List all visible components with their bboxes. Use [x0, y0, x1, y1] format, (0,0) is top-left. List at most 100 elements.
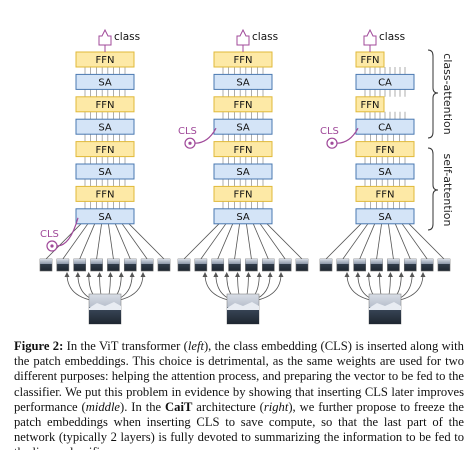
ffn-label: FFN [96, 145, 115, 156]
sa-label: SA [236, 78, 250, 89]
caption-text: architecture ( [192, 399, 264, 414]
class-label: class [379, 31, 405, 43]
patch-token-sky [211, 259, 224, 264]
token-line [259, 223, 286, 260]
patch-token-sky [404, 259, 417, 264]
sa-label: SA [236, 212, 250, 223]
input-image-ice [227, 302, 259, 310]
class-output-icon [98, 28, 112, 46]
patch-token-sky [56, 259, 69, 264]
token-line [79, 223, 96, 260]
class-attention-brace: class-attention [427, 49, 454, 139]
cls-line [56, 217, 79, 247]
token-line [183, 223, 220, 260]
ca-block [355, 73, 415, 90]
ffn-block [75, 185, 135, 202]
sa-label: SA [236, 167, 250, 178]
sa-block [213, 208, 273, 225]
ffn-label: FFN [96, 190, 115, 201]
class-attention-label: class-attention [441, 53, 454, 134]
sa-block [75, 118, 135, 135]
token-line [325, 223, 362, 260]
ffn-label: FFN [234, 55, 253, 66]
ffn-label: FFN [376, 145, 395, 156]
ffn-label: FFN [96, 55, 115, 66]
arrowhead [355, 272, 361, 277]
arrowhead [387, 272, 393, 277]
sa-label: SA [378, 167, 392, 178]
arrowhead [202, 272, 208, 277]
input-image-ice [89, 302, 121, 310]
token-line [62, 223, 89, 260]
arrowhead [235, 272, 241, 277]
token-line [252, 223, 269, 260]
cls-line [194, 127, 217, 144]
sa-block [355, 208, 415, 225]
sa-block [213, 73, 273, 90]
patch-token-sky [141, 259, 154, 264]
sa-label: SA [378, 212, 392, 223]
ffn-label: FFN [234, 100, 253, 111]
caption-text: ), we further propose to freeze the patc… [14, 399, 464, 450]
token-line [394, 223, 411, 260]
token-line [128, 223, 165, 260]
sa-block [355, 163, 415, 180]
patch-token-sky [107, 259, 120, 264]
arrowhead [75, 272, 81, 277]
ca-label: CA [378, 78, 392, 89]
caption-text: In the ViT transformer ( [63, 339, 188, 353]
ffn-label: FFN [361, 100, 380, 111]
ffn-block [213, 141, 273, 158]
sa-label: SA [98, 167, 112, 178]
sa-block [75, 73, 135, 90]
arrowhead [420, 272, 426, 277]
ffn-block [355, 141, 415, 158]
arrowhead [118, 272, 124, 277]
patch-token-sky [73, 259, 86, 264]
arrowhead [107, 272, 113, 277]
patch-token-sky [194, 259, 207, 264]
token-line [200, 223, 227, 260]
patch-token-sky [320, 259, 332, 264]
cls-label: CLS [320, 126, 339, 137]
input-image-sea [369, 307, 401, 324]
ffn-block [355, 96, 385, 113]
token-line [388, 223, 394, 260]
arrowhead [267, 272, 273, 277]
ffn-block [355, 185, 415, 202]
sa-block [213, 163, 273, 180]
self-attention-brace: self-attention [427, 147, 454, 231]
arrowhead [64, 272, 70, 277]
cls-token-dot [330, 141, 334, 145]
ffn-label: FFN [376, 190, 395, 201]
arrowhead [224, 272, 230, 277]
patch-token-sky [245, 259, 258, 264]
input-image-sea [227, 307, 259, 324]
class-label: class [114, 31, 140, 43]
arrowhead [86, 272, 92, 277]
patch-token-sky [370, 259, 383, 264]
token-line [266, 223, 303, 260]
patch-token-sky [228, 259, 241, 264]
input-image-sea [89, 307, 121, 324]
ffn-label: FFN [361, 55, 380, 66]
token-line [114, 223, 131, 260]
caption-left: left [187, 339, 204, 353]
token-line [108, 223, 114, 260]
token-line [234, 223, 240, 260]
class-label: class [252, 31, 278, 43]
patch-token-sky [90, 259, 103, 264]
ca-block [355, 118, 415, 135]
cls-line [336, 127, 359, 144]
token-line [217, 223, 234, 260]
class-output-icon [236, 28, 250, 46]
arrowhead [140, 272, 146, 277]
arrowhead [344, 272, 350, 277]
ffn-label: FFN [234, 190, 253, 201]
arrowhead [97, 272, 103, 277]
figure-label: Figure 2: [14, 339, 64, 353]
ffn-block [75, 141, 135, 158]
arrowhead [256, 272, 262, 277]
